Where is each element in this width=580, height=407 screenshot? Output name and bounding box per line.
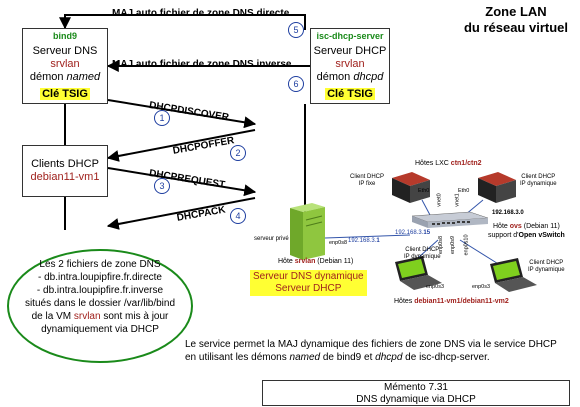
- zone-title: Zone LAN du réseau virtuel: [464, 4, 568, 36]
- port-label-enp0s10: enp0s10: [463, 234, 470, 256]
- lxc-hosts-title: Hôtes LXC ctn1/ctn2: [415, 160, 482, 167]
- arrow-inverse-label: MAJ auto fichier de zone DNS inverse: [112, 59, 292, 70]
- switch-port-ip-label: 192.168.3.15: [395, 230, 431, 236]
- dhcp-server-box: isc-dhcp-server Serveur DHCP srvlan démo…: [310, 28, 390, 104]
- arrow-offer: [106, 129, 256, 162]
- bind9-host: srvlan: [50, 58, 80, 70]
- arrow-directe-label: MAJ auto fichier de zone DNS directe: [112, 8, 290, 19]
- vm1-iface-label: enp0s3: [426, 284, 445, 290]
- memento-box: Mémento 7.31 DNS dynamique via DHCP: [262, 380, 570, 406]
- switch-ip-label: 192.168.3.0: [492, 210, 524, 216]
- vm1-client-label: Client DHCP IP dynamique: [404, 247, 441, 260]
- client-label: Clients DHCP: [31, 158, 99, 170]
- step-1-badge: 1: [154, 110, 170, 126]
- dhcp-server-service: Serveur DHCP: [313, 45, 387, 57]
- eth0-label-a: Eth0: [418, 188, 430, 194]
- srvlan-ip-label: 192.168.3.1: [348, 238, 380, 244]
- client-host: debian11-vm1: [30, 171, 100, 183]
- laptop-1-icon: [395, 256, 442, 290]
- switch-icon: [411, 211, 489, 228]
- server-tower-icon: [290, 203, 325, 260]
- arrow-request: [107, 167, 257, 197]
- bind9-daemon: démon named: [29, 71, 101, 83]
- arrow-discover: [107, 99, 257, 129]
- port-label-enp0s8: enp0s8: [438, 235, 445, 255]
- vm-hosts-label: Hôtes debian11-vm1/debian11-vm2: [394, 298, 509, 305]
- laptop-2-icon: [490, 258, 537, 292]
- ovs-host-label: Hôte ovs (Debian 11) support d'Open vSwi…: [488, 223, 565, 239]
- dhcp-server-header: isc-dhcp-server: [316, 31, 384, 41]
- lxc-host-2-icon: [478, 172, 516, 203]
- srvlan-role-dns: Serveur DNS dynamique: [253, 271, 364, 282]
- step-6-badge: 6: [288, 76, 304, 92]
- srvlan-host-label: Hôte srvlan (Debian 11): [278, 258, 354, 265]
- bind9-box: bind9 Serveur DNS srvlan démon named Clé…: [22, 28, 108, 104]
- lxc-fixed-label: Client DHCP IP fixe: [350, 174, 385, 187]
- zone-title-line1: Zone LAN: [485, 4, 547, 19]
- step-2-badge: 2: [230, 145, 246, 161]
- arrow-ack: [106, 197, 256, 230]
- eth0-label-b: Eth0: [458, 188, 470, 194]
- vm2-iface-label: enp0s3: [472, 284, 491, 290]
- memento-number: Mémento 7.31: [384, 382, 448, 393]
- zone-title-line2: du réseau virtuel: [463, 20, 568, 35]
- lxc-host-1-icon: [392, 172, 430, 203]
- bind9-service: Serveur DNS: [32, 45, 98, 57]
- memento-subject: DNS dynamique via DHCP: [356, 394, 476, 405]
- bind9-header: bind9: [53, 31, 77, 41]
- arrow-directe: [59, 14, 306, 30]
- srvlan-iface-label: enp0s8: [329, 240, 348, 246]
- zone-files-note: Les 2 fichiers de zone DNS - db.intra.lo…: [24, 259, 176, 335]
- step-3-badge: 3: [154, 178, 170, 194]
- step-5-badge: 5: [288, 22, 304, 38]
- service-description: Le service permet la MAJ dynamique des f…: [185, 339, 557, 363]
- client-box: Clients DHCP debian11-vm1: [22, 145, 108, 197]
- port-label-vnet1: vnet1: [454, 193, 461, 207]
- srvlan-roles: Serveur DNS dynamique Serveur DHCP: [250, 270, 367, 296]
- vm2-client-label: Client DHCP IP dynamique: [528, 260, 565, 273]
- srvlan-role-dhcp: Serveur DHCP: [275, 283, 342, 294]
- dhcp-server-tsig-key: Clé TSIG: [325, 88, 375, 100]
- dhcp-server-daemon: démon dhcpd: [316, 71, 384, 83]
- zone-files-ellipse: [7, 249, 193, 363]
- server-private-label: serveur privé: [254, 236, 289, 242]
- step-4-badge: 4: [230, 208, 246, 224]
- bind9-tsig-key: Clé TSIG: [40, 88, 90, 100]
- dhcp-server-host: srvlan: [335, 58, 365, 70]
- lxc-dynamic-label: Client DHCP IP dynamique: [520, 174, 557, 187]
- port-label-vnet0: vnet0: [436, 193, 443, 207]
- port-label-enp0s9: enp0s9: [450, 235, 457, 255]
